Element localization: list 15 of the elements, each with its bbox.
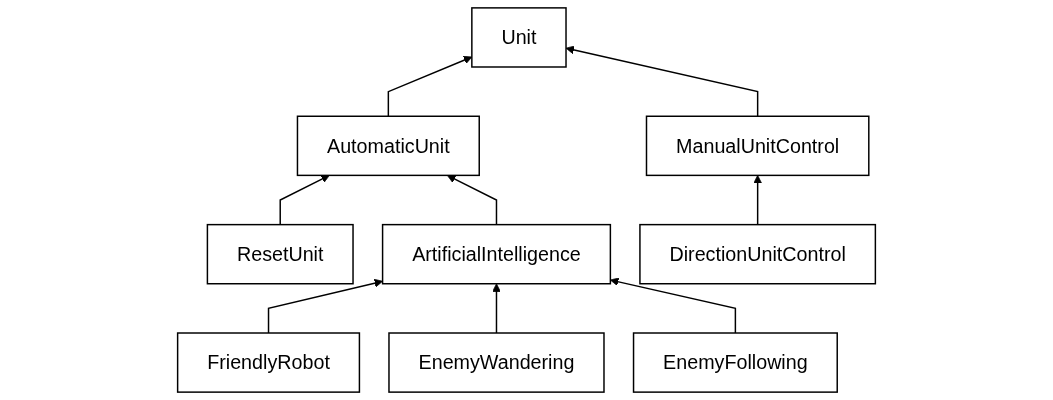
arrow — [279, 175, 330, 226]
arrow — [267, 278, 383, 334]
node-box: ManualUnitControl — [645, 115, 870, 177]
node-box: AutomaticUnit — [296, 115, 480, 177]
node-box: EnemyFollowing — [632, 332, 838, 393]
arrow — [753, 175, 762, 226]
arrow — [446, 175, 498, 226]
node-box: FriendlyRobot — [176, 332, 361, 393]
arrow — [492, 283, 501, 334]
node-box: ArtificialIntelligence — [381, 223, 612, 285]
node-box: ResetUnit — [206, 223, 354, 285]
node-box: EnemyWandering — [388, 332, 605, 393]
arrow — [610, 277, 737, 334]
node-box: DirectionUnitControl — [639, 223, 877, 285]
node-box: Unit — [471, 7, 567, 68]
